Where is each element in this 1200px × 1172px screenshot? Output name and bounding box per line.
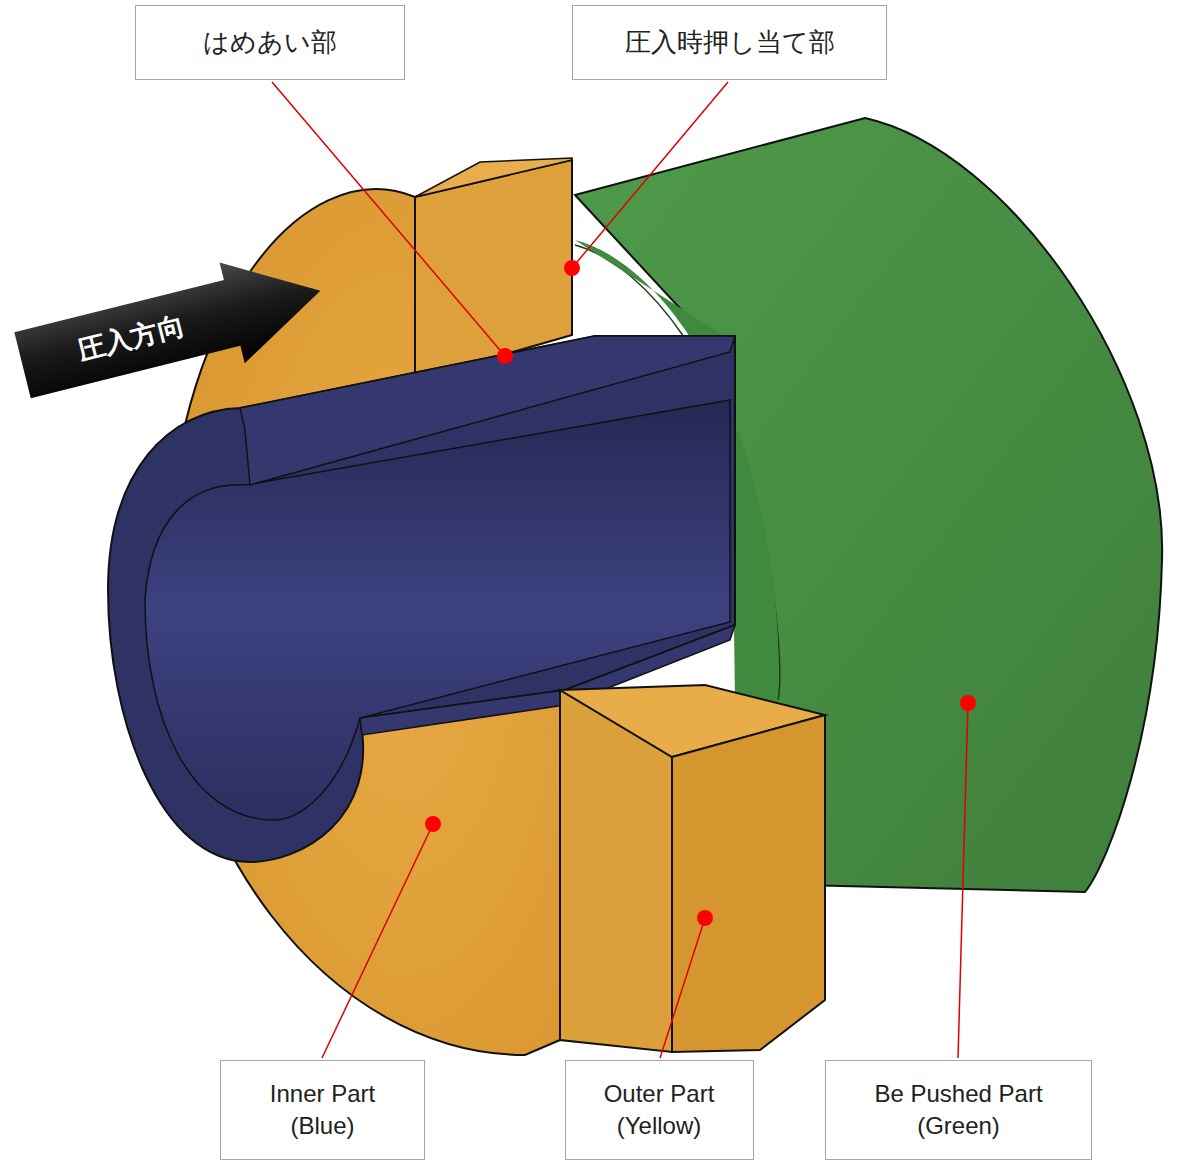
leader-line (660, 918, 705, 1058)
leader-dot (425, 816, 441, 832)
leader-line (958, 703, 968, 1058)
leader-line (272, 82, 505, 356)
leader-dot (497, 348, 513, 364)
part-label-box: Inner Part (Blue) (220, 1060, 425, 1160)
leader-line (572, 82, 728, 268)
leader-dot (564, 260, 580, 276)
leader-dot (960, 695, 976, 711)
yellow-top-cap (415, 158, 572, 197)
yellow-bottom-side (672, 715, 825, 1052)
label-text: 圧入時押し当て部 (625, 27, 835, 58)
leader-dot (697, 910, 713, 926)
callout-box: はめあい部 (135, 5, 405, 80)
callout-box: 圧入時押し当て部 (572, 5, 887, 80)
blue-top-cut (240, 336, 735, 485)
label-text: Outer Part (Yellow) (577, 1078, 742, 1143)
label-text: はめあい部 (203, 27, 337, 58)
part-label-box: Be Pushed Part (Green) (825, 1060, 1092, 1160)
leader-line (322, 824, 433, 1058)
label-text: Inner Part (Blue) (248, 1078, 398, 1143)
part-label-box: Outer Part (Yellow) (565, 1060, 754, 1160)
label-text: Be Pushed Part (Green) (854, 1078, 1064, 1143)
